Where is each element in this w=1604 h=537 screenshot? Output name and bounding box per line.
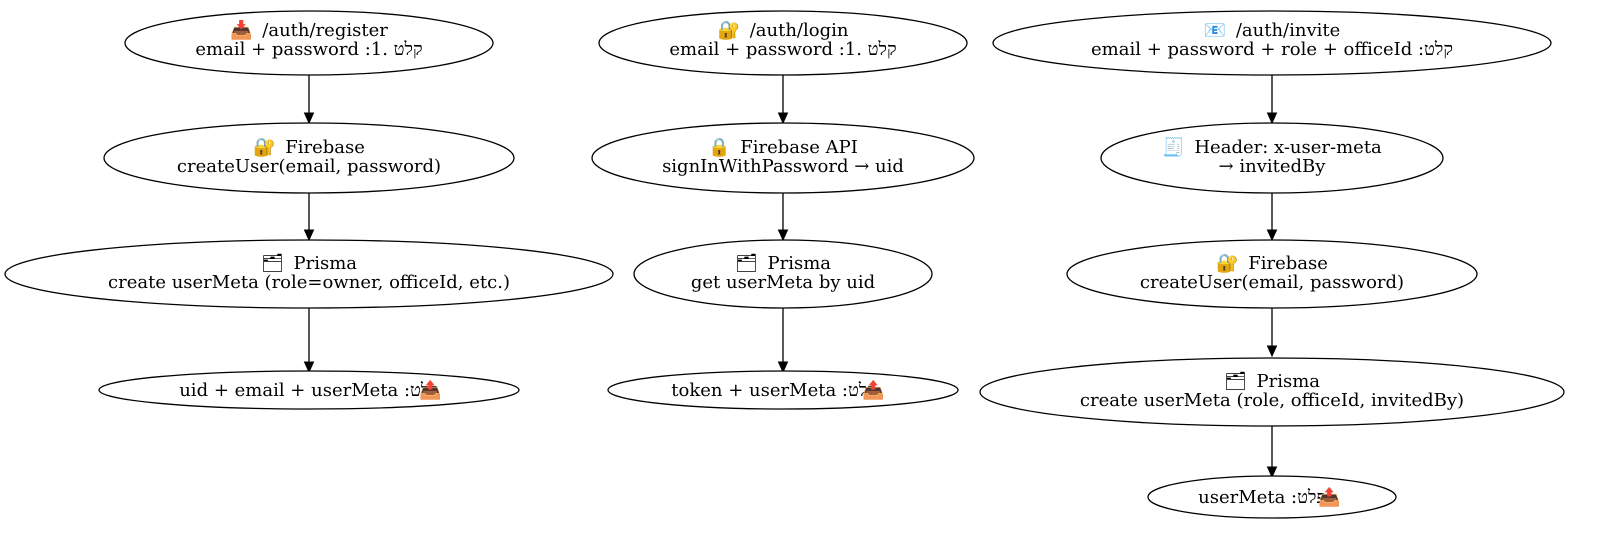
node-title: /auth/invite: [1236, 20, 1340, 41]
node-title: Header: x-user-meta: [1194, 137, 1382, 158]
outbox-tray-icon: 📤: [862, 379, 884, 401]
edge-register-request-to-firebase: [303, 75, 315, 125]
register-prisma-node: 🗂 Prisma create userMeta (role=owner, of…: [4, 239, 614, 309]
locked-key-icon: 🔐: [1216, 253, 1238, 274]
node-title: Firebase API: [740, 137, 858, 158]
login-prisma-node: 🗂 Prisma get userMeta by uid: [633, 239, 933, 309]
svg-text:🗂 Prisma: 🗂 Prisma: [1224, 371, 1320, 392]
node-subtitle: signInWithPassword → uid: [662, 156, 904, 177]
outbox-tray-icon: 📤: [419, 379, 441, 401]
svg-text:🔒 Firebase API: 🔒 Firebase API: [708, 137, 858, 158]
database-icon: 🗂: [1224, 371, 1247, 392]
node-subtitle: createUser(email, password): [177, 156, 441, 177]
svg-text:📥 /auth/register: 📥 /auth/register: [230, 19, 388, 41]
node-subtitle: createUser(email, password): [1140, 272, 1404, 293]
node-subtitle: get userMeta by uid: [691, 272, 875, 293]
invite-firebase-node: 🔐 Firebase createUser(email, password): [1066, 239, 1478, 309]
node-title: Prisma: [1257, 371, 1321, 392]
node-title: uid + email + userMeta :פלט: [179, 380, 439, 401]
edge-login-firebase-to-prisma: [777, 193, 789, 242]
svg-text:🗂 Prisma: 🗂 Prisma: [735, 253, 831, 274]
edge-register-firebase-to-prisma: [303, 193, 315, 242]
node-title: /auth/login: [750, 20, 849, 41]
node-subtitle: → invitedBy: [1219, 156, 1327, 177]
register-firebase-node: 🔐 Firebase createUser(email, password): [103, 122, 515, 194]
node-subtitle: create userMeta (role=owner, officeId, e…: [108, 272, 510, 293]
svg-text:🔐 /auth/login: 🔐 /auth/login: [718, 20, 849, 41]
database-icon: 🗂: [735, 253, 758, 274]
locked-key-icon: 🔐: [253, 137, 275, 158]
header-tag-icon: 🧾: [1162, 136, 1184, 158]
invite-request-node: 📧 /auth/invite email + password + role +…: [992, 10, 1552, 76]
login-firebase-node: 🔒 Firebase API signInWithPassword → uid: [591, 122, 975, 194]
outbox-tray-icon: 📤: [1318, 486, 1340, 508]
node-subtitle: email + password :קלט .1: [669, 39, 896, 60]
invite-output-node: userMeta :פלט 📤: [1147, 475, 1397, 519]
node-title: Prisma: [768, 253, 832, 274]
envelope-icon: 📧: [1204, 20, 1226, 41]
edge-register-prisma-to-output: [303, 308, 315, 374]
node-subtitle: email + password :קלט .1: [195, 39, 422, 60]
inbox-tray-icon: 📥: [230, 19, 252, 41]
node-title: token + userMeta :פלט: [671, 380, 876, 401]
svg-text:📧 /auth/invite: 📧 /auth/invite: [1204, 20, 1341, 41]
edge-invite-prisma-to-output: [1266, 426, 1278, 479]
node-title: Firebase: [285, 137, 365, 158]
invite-header-node: 🧾 Header: x-user-meta → invitedBy: [1100, 122, 1444, 194]
edge-login-prisma-to-output: [777, 308, 789, 374]
svg-text:🔐 Firebase: 🔐 Firebase: [253, 137, 365, 158]
svg-text:🧾 Header: x-user-meta: 🧾 Header: x-user-meta: [1162, 136, 1382, 158]
node-title: Prisma: [294, 253, 358, 274]
node-subtitle: create userMeta (role, officeId, invited…: [1080, 390, 1464, 411]
node-title: /auth/register: [262, 20, 388, 41]
register-output-node: uid + email + userMeta :פלט 📤: [98, 370, 520, 410]
register-request-node: 📥 /auth/register email + password :קלט .…: [124, 10, 494, 76]
login-output-node: token + userMeta :פלט 📤: [607, 370, 959, 410]
edge-invite-firebase-to-prisma: [1266, 308, 1278, 358]
locked-key-icon: 🔐: [718, 20, 740, 41]
edge-login-request-to-firebase: [777, 75, 789, 125]
node-title: Firebase: [1248, 253, 1328, 274]
invite-prisma-node: 🗂 Prisma create userMeta (role, officeId…: [979, 357, 1565, 427]
svg-text:🗂 Prisma: 🗂 Prisma: [261, 253, 357, 274]
edge-invite-header-to-firebase: [1266, 193, 1278, 242]
svg-text:🔐 Firebase: 🔐 Firebase: [1216, 253, 1328, 274]
database-icon: 🗂: [261, 253, 284, 274]
node-title: userMeta :פלט: [1198, 487, 1326, 508]
login-request-node: 🔐 /auth/login email + password :קלט .1: [598, 10, 968, 76]
edge-invite-request-to-header: [1266, 75, 1278, 125]
key-lock-icon: 🔒: [708, 137, 730, 158]
node-subtitle: email + password + role + officeId :קלט: [1091, 39, 1453, 60]
